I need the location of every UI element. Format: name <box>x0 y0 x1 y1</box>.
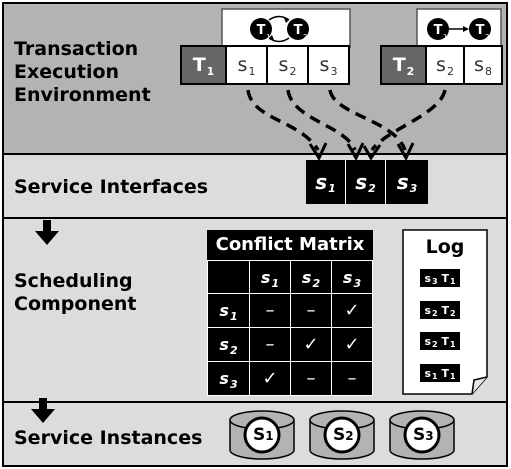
matrix-cell: ✓ <box>331 327 373 362</box>
matrix-cell: ✓ <box>331 293 373 328</box>
service-letter: s <box>278 54 289 76</box>
matrix-corner <box>207 260 250 294</box>
log-title: Log <box>425 236 465 258</box>
transaction-sub: 1 <box>206 64 215 78</box>
matrix-cell: – <box>249 293 291 328</box>
svg-text:T: T <box>476 23 485 38</box>
label-line: Execution <box>14 61 120 83</box>
arrow-t2-s2 <box>370 89 447 152</box>
label-line: Service Instances <box>14 427 203 449</box>
label-line: Environment <box>14 84 151 106</box>
service-letter: s <box>319 54 330 76</box>
svg-text:2: 2 <box>485 33 489 41</box>
service-instance-s2: S2 <box>333 425 354 445</box>
svg-text:1: 1 <box>443 33 447 41</box>
label-line: Component <box>14 293 137 315</box>
interface-sub: 1 <box>328 181 336 195</box>
svg-text:T: T <box>294 23 303 38</box>
svg-text:1: 1 <box>266 33 270 41</box>
service-sub: 3 <box>330 64 338 78</box>
service-instance-cylinders <box>229 410 455 460</box>
matrix-cell: – <box>290 361 332 396</box>
service-letter: s <box>237 54 248 76</box>
layer-label-service-instances: Service Instances <box>14 427 202 450</box>
service-sub: 2 <box>289 64 297 78</box>
interface-sub: 2 <box>368 181 376 195</box>
interface-letter: s <box>396 170 409 194</box>
database-icon <box>389 410 455 460</box>
service-sub: 1 <box>248 64 256 78</box>
service-instance-s1: S1 <box>253 425 274 445</box>
matrix-cell: – <box>290 293 332 328</box>
database-icon <box>229 410 295 460</box>
label-line: Transaction <box>14 38 139 60</box>
interface-sub: 3 <box>409 181 418 195</box>
svg-text:T: T <box>434 23 443 38</box>
transaction-sub: 2 <box>406 64 415 78</box>
label-line: Scheduling <box>14 270 133 292</box>
matrix-cell: – <box>249 327 291 362</box>
service-instance-s3: S3 <box>413 425 434 445</box>
service-letter: s <box>436 54 446 76</box>
matrix-cell: – <box>331 361 373 396</box>
interface-letter: s <box>355 170 368 194</box>
down-arrow-icon <box>35 220 59 245</box>
arrow-t1-s2 <box>286 89 357 151</box>
service-sub: 2 <box>446 64 454 78</box>
transaction-id: T <box>192 54 206 76</box>
svg-text:T: T <box>257 23 266 38</box>
database-icon <box>309 410 375 460</box>
arrow-t1-s1 <box>246 89 320 151</box>
dependency-graph-sequence: T 1 T 2 <box>416 8 502 48</box>
layer-label-service-interfaces: Service Interfaces <box>14 176 208 199</box>
interface-letter: s <box>315 170 328 194</box>
service-sub: 8 <box>484 64 492 78</box>
down-arrow-icon <box>31 398 55 423</box>
arrow-t1-s3 <box>328 89 407 151</box>
service-letter: s <box>474 54 484 76</box>
matrix-cell: ✓ <box>249 361 291 396</box>
layer-label-tee: Transaction Execution Environment <box>14 38 151 107</box>
matrix-cell: ✓ <box>290 327 332 362</box>
conflict-matrix-title: Conflict Matrix <box>215 234 365 255</box>
layer-label-scheduling: Scheduling Component <box>14 270 136 316</box>
invocation-arrows <box>246 89 447 162</box>
transaction-id: T <box>392 54 406 76</box>
label-line: Service Interfaces <box>14 176 209 198</box>
dependency-graph-cycle: T 1 T 2 <box>221 8 351 48</box>
svg-text:2: 2 <box>303 33 307 41</box>
